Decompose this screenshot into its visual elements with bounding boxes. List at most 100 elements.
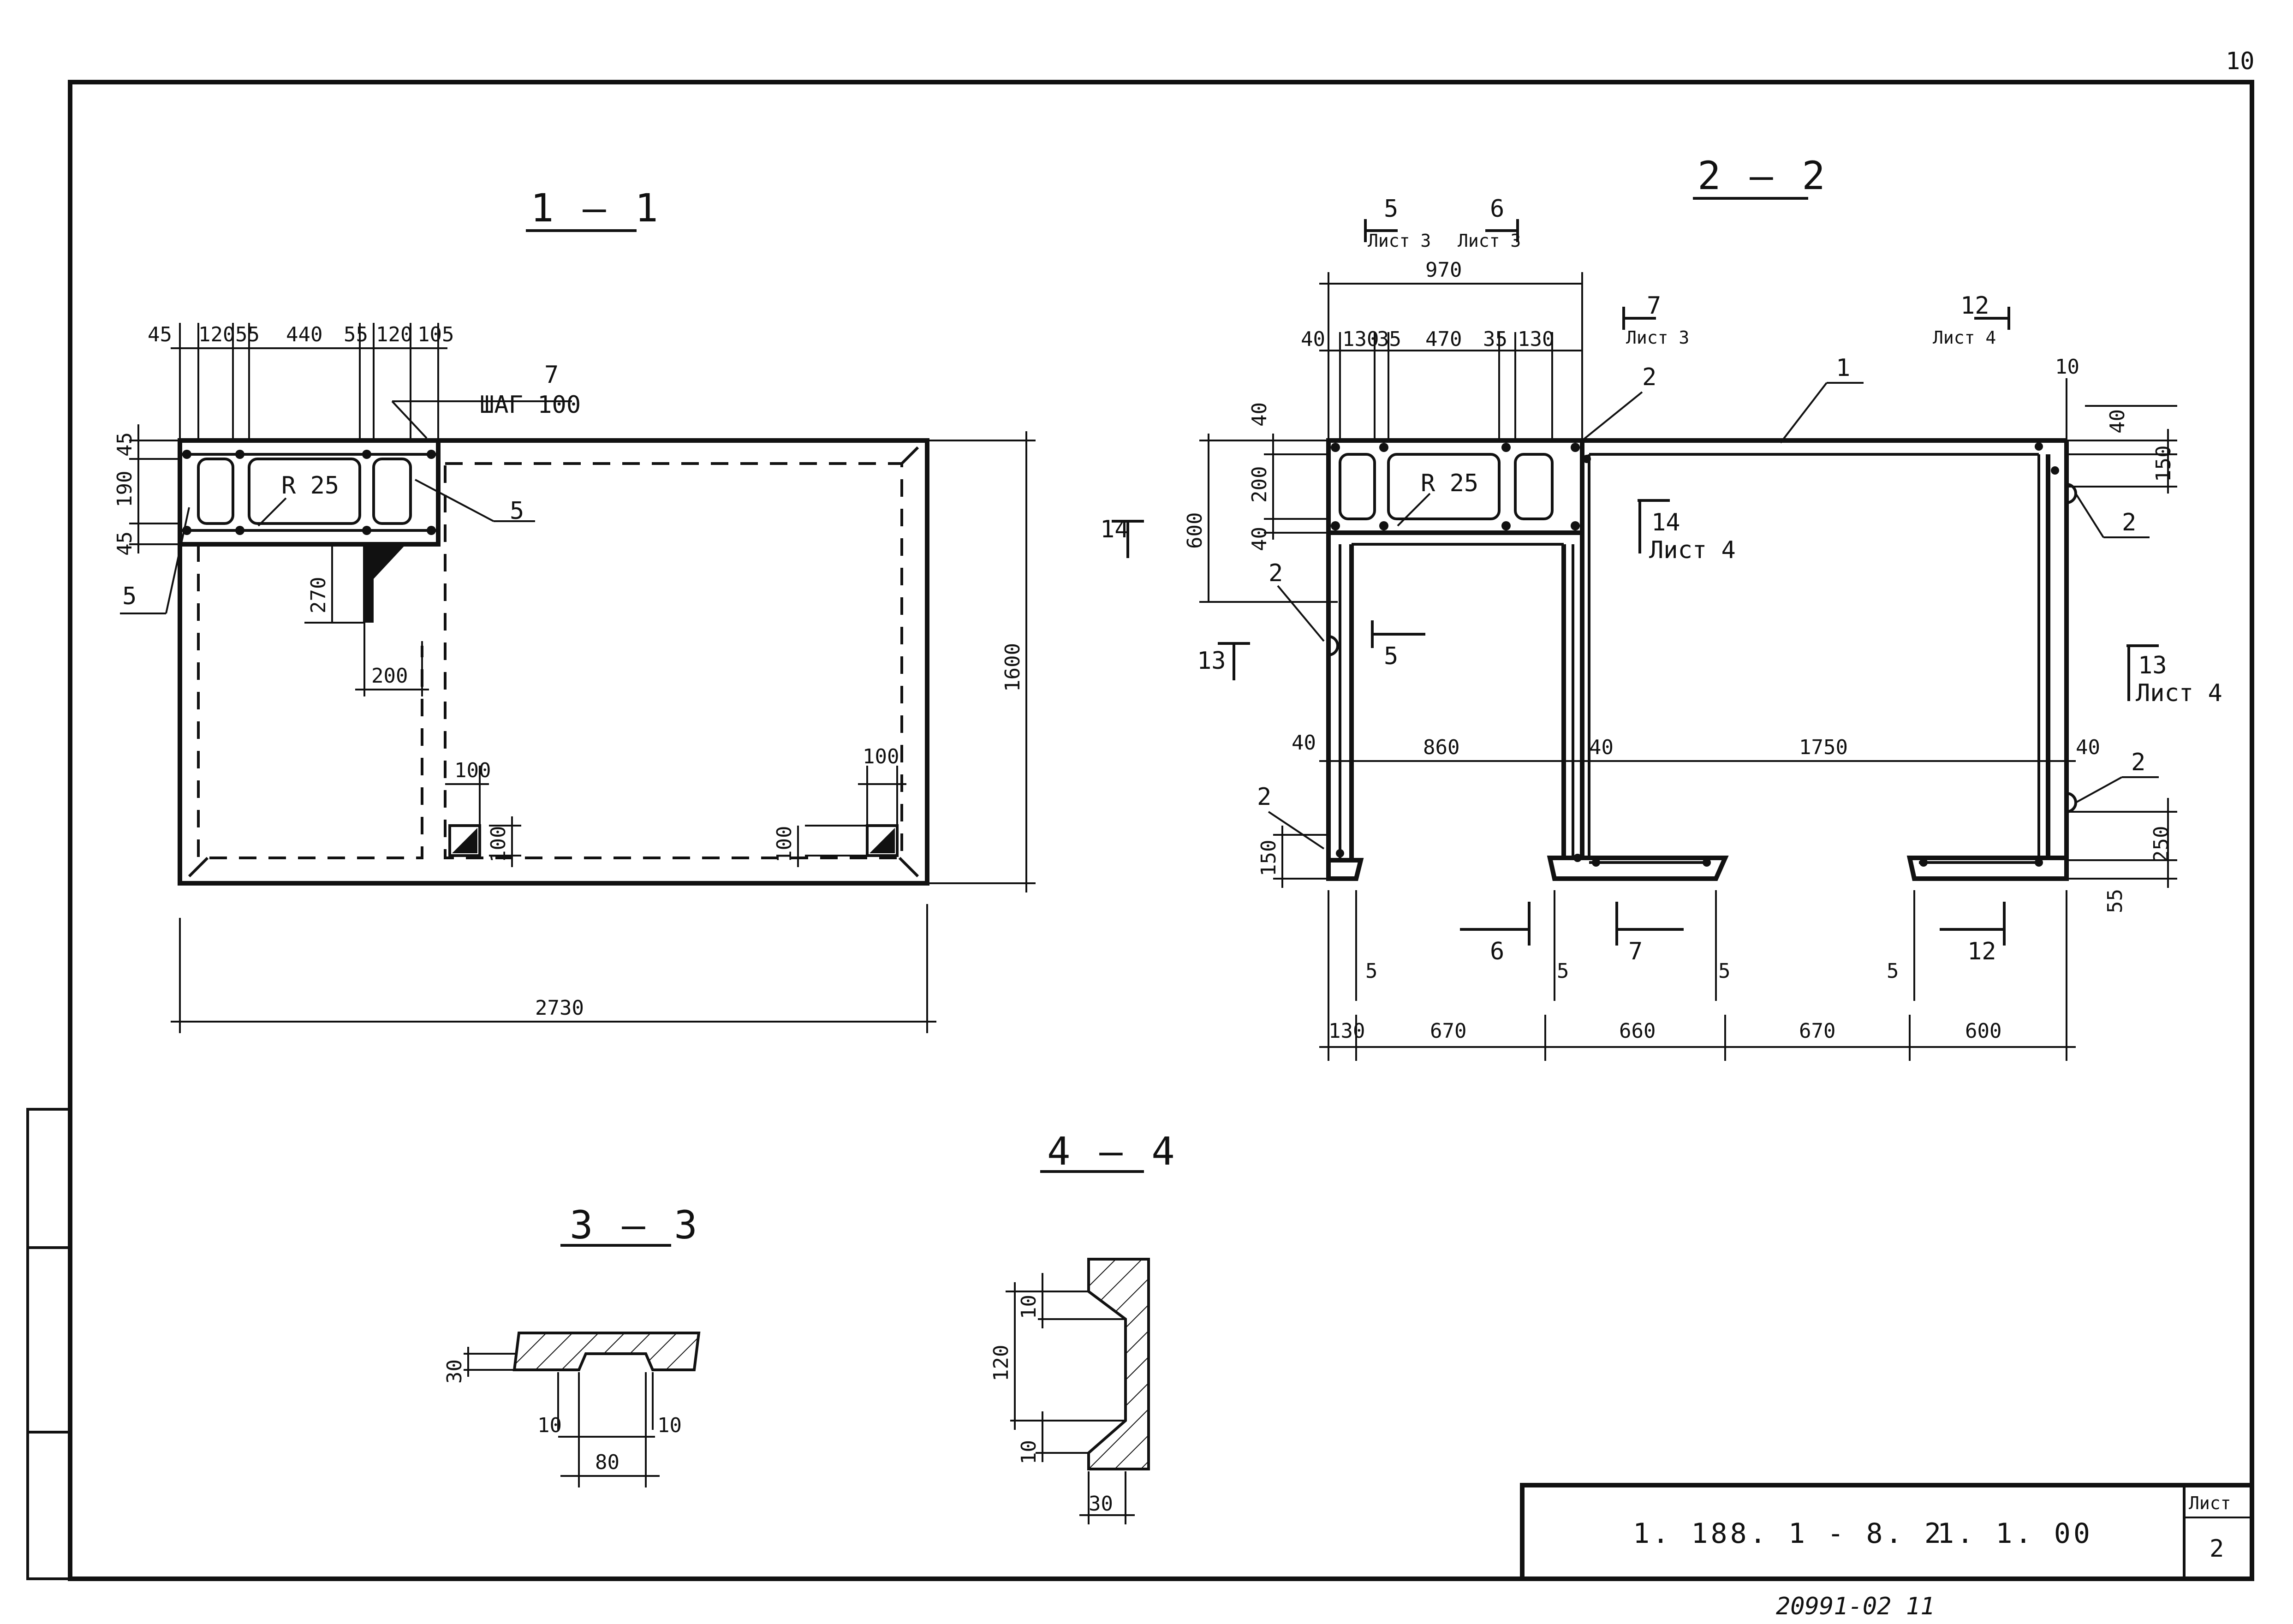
s44-dim-120: 120 — [989, 1345, 1013, 1381]
s22-ref7: 7 — [1647, 292, 1661, 320]
s22-ref5: 5 — [1384, 195, 1398, 223]
s22-mark-2a: 2 — [1642, 363, 1656, 391]
s22-mid-40c: 40 — [2076, 736, 2100, 759]
s22-gap-1: 5 — [1365, 959, 1378, 983]
s22-dim-55: 55 — [2103, 889, 2127, 913]
s22-mid-40a: 40 — [1292, 731, 1316, 755]
archive-number: 20991-02 11 — [1776, 1593, 1935, 1620]
s11-dim-45-left2: 45 — [113, 531, 137, 556]
s22-dim-250: 250 — [2150, 826, 2173, 863]
s22-dim-40-left2: 40 — [1248, 527, 1271, 551]
s22-dim-40r: 40 — [2106, 409, 2129, 434]
section-1-1: 1 — 1 — [120, 185, 1036, 1033]
s11-callout-5-right: 5 — [510, 497, 524, 525]
s22-ref5-sub: Лист 3 — [1368, 231, 1431, 251]
s33-dim-30: 30 — [443, 1359, 466, 1384]
s22-mid-40b: 40 — [1589, 736, 1614, 759]
title-1-1: 1 — 1 — [530, 185, 661, 231]
s22-cut7: 7 — [1628, 938, 1643, 965]
s22-mark-1: 1 — [1836, 354, 1850, 382]
s11-dim-270: 270 — [307, 577, 330, 613]
s22-ref6: 6 — [1490, 195, 1504, 223]
s22-left13: 13 — [1197, 647, 1226, 675]
s22-dim-40-left: 40 — [1248, 402, 1271, 427]
s22-dim-130b: 130 — [1518, 327, 1554, 351]
s22-mark-2b: 2 — [2122, 509, 2136, 536]
section-3-3: 3 — 3 — [464, 1202, 701, 1487]
s33-dim-10a: 10 — [537, 1414, 562, 1437]
s11-dim-100d: 100 — [773, 826, 796, 863]
s11-dim-100b: 100 — [487, 826, 510, 863]
s22-gap-2: 5 — [1557, 959, 1569, 983]
s22-mark-2c: 2 — [2131, 749, 2145, 776]
s22-labels: 5 Лист 3 6 Лист 3 970 7 Лист 3 12 Лист 4… — [1100, 195, 2222, 1043]
s22-bottom-660: 660 — [1619, 1019, 1656, 1043]
s11-top-dims: 45 120 55 440 55 120 105 — [148, 323, 454, 346]
stamp-code: 1. 188. 1 - 8. 2 — [1633, 1517, 1944, 1550]
s22-dim-970: 970 — [1425, 258, 1462, 282]
s11-callout-7: 7 — [544, 361, 559, 389]
s22-dim-150l: 150 — [1257, 840, 1281, 876]
s11-dim-120: 120 — [198, 323, 235, 346]
s11-dim-55: 55 — [235, 323, 260, 346]
s22-ref7-sub: Лист 3 — [1626, 327, 1689, 348]
s22-ref12: 12 — [1960, 292, 1989, 320]
s22-mid-1750: 1750 — [1799, 736, 1848, 759]
s22-mark-2e: 2 — [1257, 783, 1271, 811]
section-4-4: 4 — 4 — [1006, 1129, 1178, 1524]
s22-dim-600: 600 — [1183, 512, 1207, 549]
s22-mid-860: 860 — [1423, 736, 1459, 759]
s22-dim-40: 40 — [1301, 327, 1325, 351]
s22-dim-35b: 35 — [1483, 327, 1507, 351]
s33-dim-10b: 10 — [657, 1414, 682, 1437]
s22-gap-3: 5 — [1718, 959, 1731, 983]
title-4-4: 4 — 4 — [1047, 1129, 1178, 1174]
stamp-sheet-value: 2 — [2210, 1535, 2224, 1563]
s11-width: 2730 — [535, 996, 584, 1020]
s22-left14: 14 — [1100, 516, 1129, 543]
s11-dim-100c: 100 — [863, 745, 899, 768]
s11-dim-55b: 55 — [344, 323, 368, 346]
s33-dim-80: 80 — [595, 1451, 619, 1474]
s22-dim-130: 130 — [1342, 327, 1379, 351]
s11-dim-440: 440 — [286, 323, 322, 346]
sheet-frame — [26, 80, 2254, 1581]
s11-callout-7-sub: ШАГ 100 — [480, 391, 581, 419]
s22-ref14-sub: Лист 4 — [1649, 536, 1736, 564]
s11-radius: R 25 — [281, 472, 339, 500]
s22-dim-200: 200 — [1248, 466, 1271, 503]
s22-radius: R 25 — [1421, 470, 1478, 497]
s22-gap-4: 5 — [1887, 959, 1899, 983]
s22-bottom-600: 600 — [1965, 1019, 2001, 1043]
s22-ref12-sub: Лист 4 — [1933, 327, 1996, 348]
s11-dim-105: 105 — [417, 323, 454, 346]
s22-cut6: 6 — [1490, 938, 1504, 965]
s22-dim-470: 470 — [1425, 327, 1462, 351]
s11-dim-100a: 100 — [454, 759, 491, 782]
s11-callout-5-left: 5 — [122, 583, 137, 610]
stamp-sheet-label: Лист — [2189, 1493, 2231, 1513]
s22-cut5: 5 — [1384, 642, 1398, 670]
stamp-ref: 1. 1. 00 — [1937, 1517, 2093, 1550]
s22-mark-2d: 2 — [1269, 559, 1283, 587]
s22-ref14: 14 — [1651, 509, 1680, 536]
s22-ref13-sub: Лист 4 — [2136, 679, 2222, 707]
title-2-2: 2 — 2 — [1697, 153, 1828, 198]
s11-height: 1600 — [1001, 643, 1024, 692]
s44-dim-10b: 10 — [1017, 1440, 1041, 1464]
section-2-2: 2 — 2 — [1112, 153, 2177, 1061]
s22-dim-35: 35 — [1377, 327, 1401, 351]
s11-dim-45-left: 45 — [113, 432, 137, 457]
title-block — [1520, 1483, 2254, 1581]
s44-dim-10a: 10 — [1017, 1295, 1041, 1319]
title-3-3: 3 — 3 — [570, 1202, 700, 1248]
s11-dim-190: 190 — [113, 471, 137, 507]
s22-bottom-130: 130 — [1328, 1019, 1365, 1043]
s22-bottom-670a: 670 — [1430, 1019, 1466, 1043]
s11-dim-120b: 120 — [376, 323, 412, 346]
s22-dim-10: 10 — [2055, 355, 2079, 379]
s44-dim-30: 30 — [1089, 1492, 1113, 1516]
sheet-number: 10 — [2226, 48, 2255, 75]
s22-ref13: 13 — [2138, 652, 2167, 679]
